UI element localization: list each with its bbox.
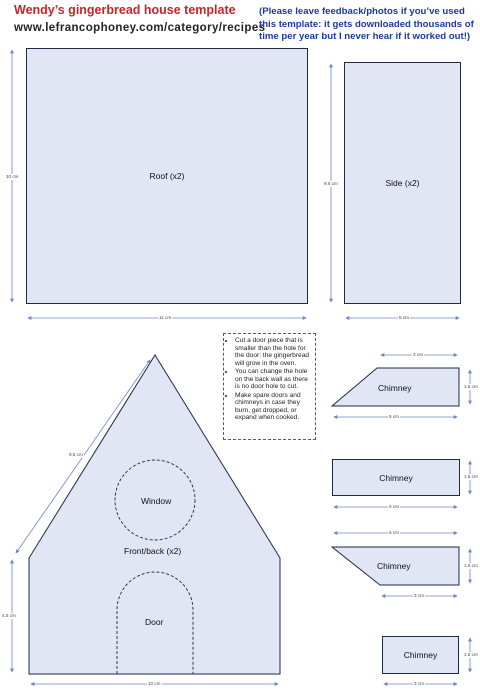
note-item: Cut a door piece that is smaller than th… xyxy=(235,337,312,367)
notes-box: Cut a door piece that is smaller than th… xyxy=(223,333,316,440)
dim-c4-height: 1.5 cm xyxy=(463,652,479,658)
chimney-label-3: Chimney xyxy=(377,561,411,571)
dim-c1-height: 1.5 cm xyxy=(463,384,479,390)
dim-front-width: 10 cm xyxy=(147,681,162,687)
page-title: Wendy’s gingerbread house template xyxy=(14,3,236,17)
dim-front-wall: 4.5 cm xyxy=(1,613,17,619)
roof-piece: Roof (x2) xyxy=(26,48,308,304)
feedback-note: (Please leave feedback/photos if you’ve … xyxy=(259,6,474,42)
chimney-piece-1 xyxy=(330,367,460,407)
dim-roof-height: 10 cm xyxy=(5,174,20,180)
dim-c1-top: 3 cm xyxy=(412,352,424,358)
window-label: Window xyxy=(141,496,172,506)
chimney-piece-4: Chimney xyxy=(382,636,459,674)
note-item: Make spare doors and chimneys in case th… xyxy=(235,392,312,422)
roof-label: Roof (x2) xyxy=(149,171,185,181)
door-label: Door xyxy=(145,617,164,627)
chimney-label-1: Chimney xyxy=(378,383,412,393)
note-item: You can change the hole on the back wall… xyxy=(235,368,312,391)
dim-c3-height: 1.5 cm xyxy=(463,563,479,569)
door-cutout xyxy=(116,571,194,674)
dim-side-width: 5 cm xyxy=(398,315,410,321)
dim-side-height: 9.5 cm xyxy=(323,181,339,187)
side-label: Side (x2) xyxy=(385,178,420,188)
dim-roof-width: 11 cm xyxy=(158,315,173,321)
dim-front-slope: 9.5 cm xyxy=(68,452,84,458)
dim-c2-bottom: 5 cm xyxy=(388,504,400,510)
dim-c2-height: 1.5 cm xyxy=(463,474,479,480)
dim-c4-bottom: 3 cm xyxy=(413,681,425,687)
chimney-label-2: Chimney xyxy=(379,472,413,483)
chimney-piece-2: Chimney xyxy=(332,459,460,496)
front-back-label: Front/back (x2) xyxy=(124,546,182,556)
dim-c3-top: 5 cm xyxy=(388,530,400,536)
side-piece: Side (x2) xyxy=(344,62,461,304)
chimney-label-4: Chimney xyxy=(403,650,438,660)
dim-c3-bottom: 3 cm xyxy=(413,593,425,599)
dim-c1-bottom: 5 cm xyxy=(388,414,400,420)
chimney-piece-3 xyxy=(330,546,460,586)
source-url: www.lefrancophoney.com/category/recipes xyxy=(14,22,266,34)
